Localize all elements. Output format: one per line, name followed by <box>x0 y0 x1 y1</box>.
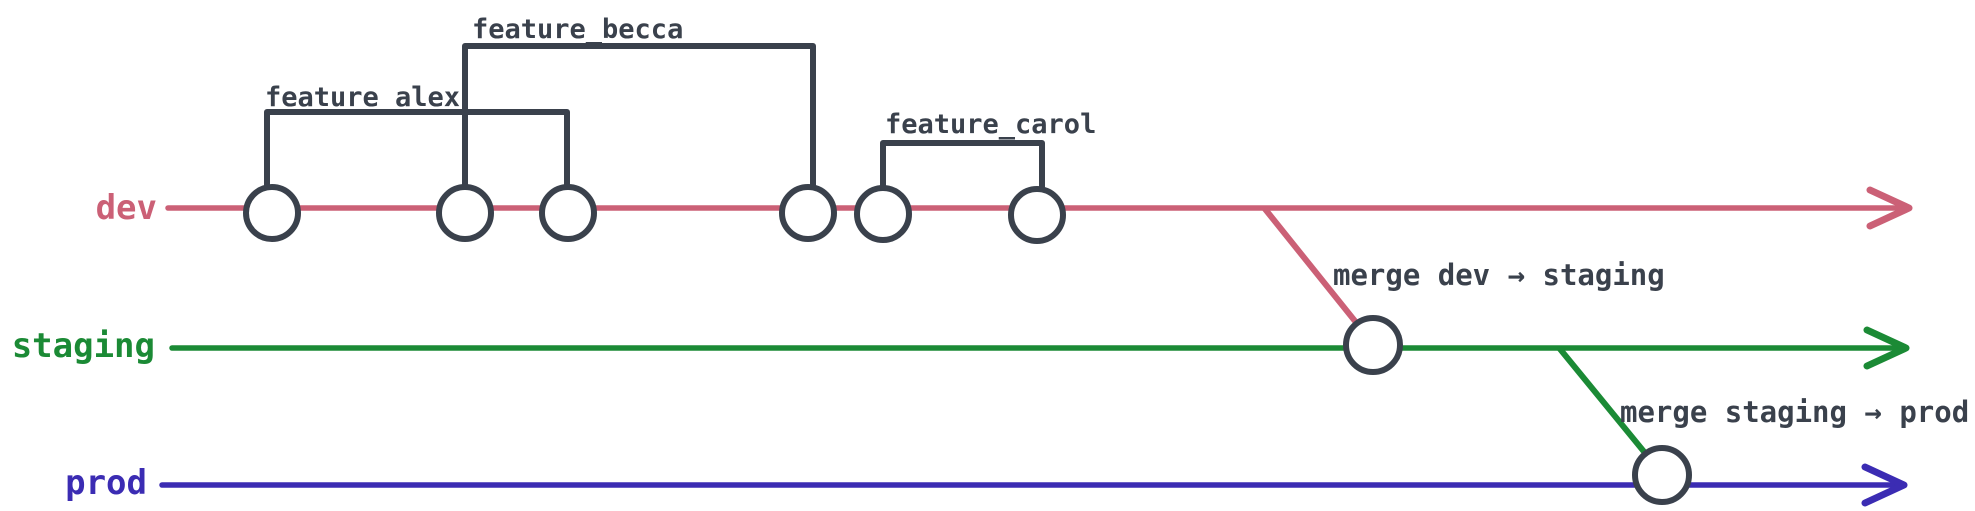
prod-branch-label: prod <box>65 463 147 503</box>
feature-carol-bracket <box>880 140 1045 215</box>
dev-arrowhead-icon <box>1866 186 1913 230</box>
feature-alex-label: feature_alex <box>265 82 460 113</box>
prod-merge-commit <box>1632 445 1692 505</box>
prod-arrowhead-icon <box>1861 463 1908 507</box>
dev-commit-3 <box>539 184 597 242</box>
feature-alex-bracket <box>264 109 570 213</box>
dev-branch-label: dev <box>96 188 157 228</box>
dev-commit-6 <box>1008 186 1066 244</box>
dev-commit-1 <box>243 184 301 242</box>
dev-commit-2 <box>436 184 494 242</box>
feature-becca-bracket <box>462 43 816 213</box>
merge-dev-to-staging-label: merge dev → staging <box>1333 258 1665 292</box>
dev-commit-4 <box>779 184 837 242</box>
staging-branch-label: staging <box>12 326 155 366</box>
feature-carol-label: feature_carol <box>885 109 1096 140</box>
feature-becca-label: feature_becca <box>472 14 683 45</box>
dev-commit-5 <box>854 185 912 243</box>
merge-staging-to-prod-line <box>1557 346 1662 473</box>
staging-arrowhead-icon <box>1863 326 1910 370</box>
staging-merge-commit <box>1343 315 1403 375</box>
merge-dev-to-staging-line <box>1262 206 1374 344</box>
merge-staging-to-prod-label: merge staging → prod <box>1620 395 1969 429</box>
